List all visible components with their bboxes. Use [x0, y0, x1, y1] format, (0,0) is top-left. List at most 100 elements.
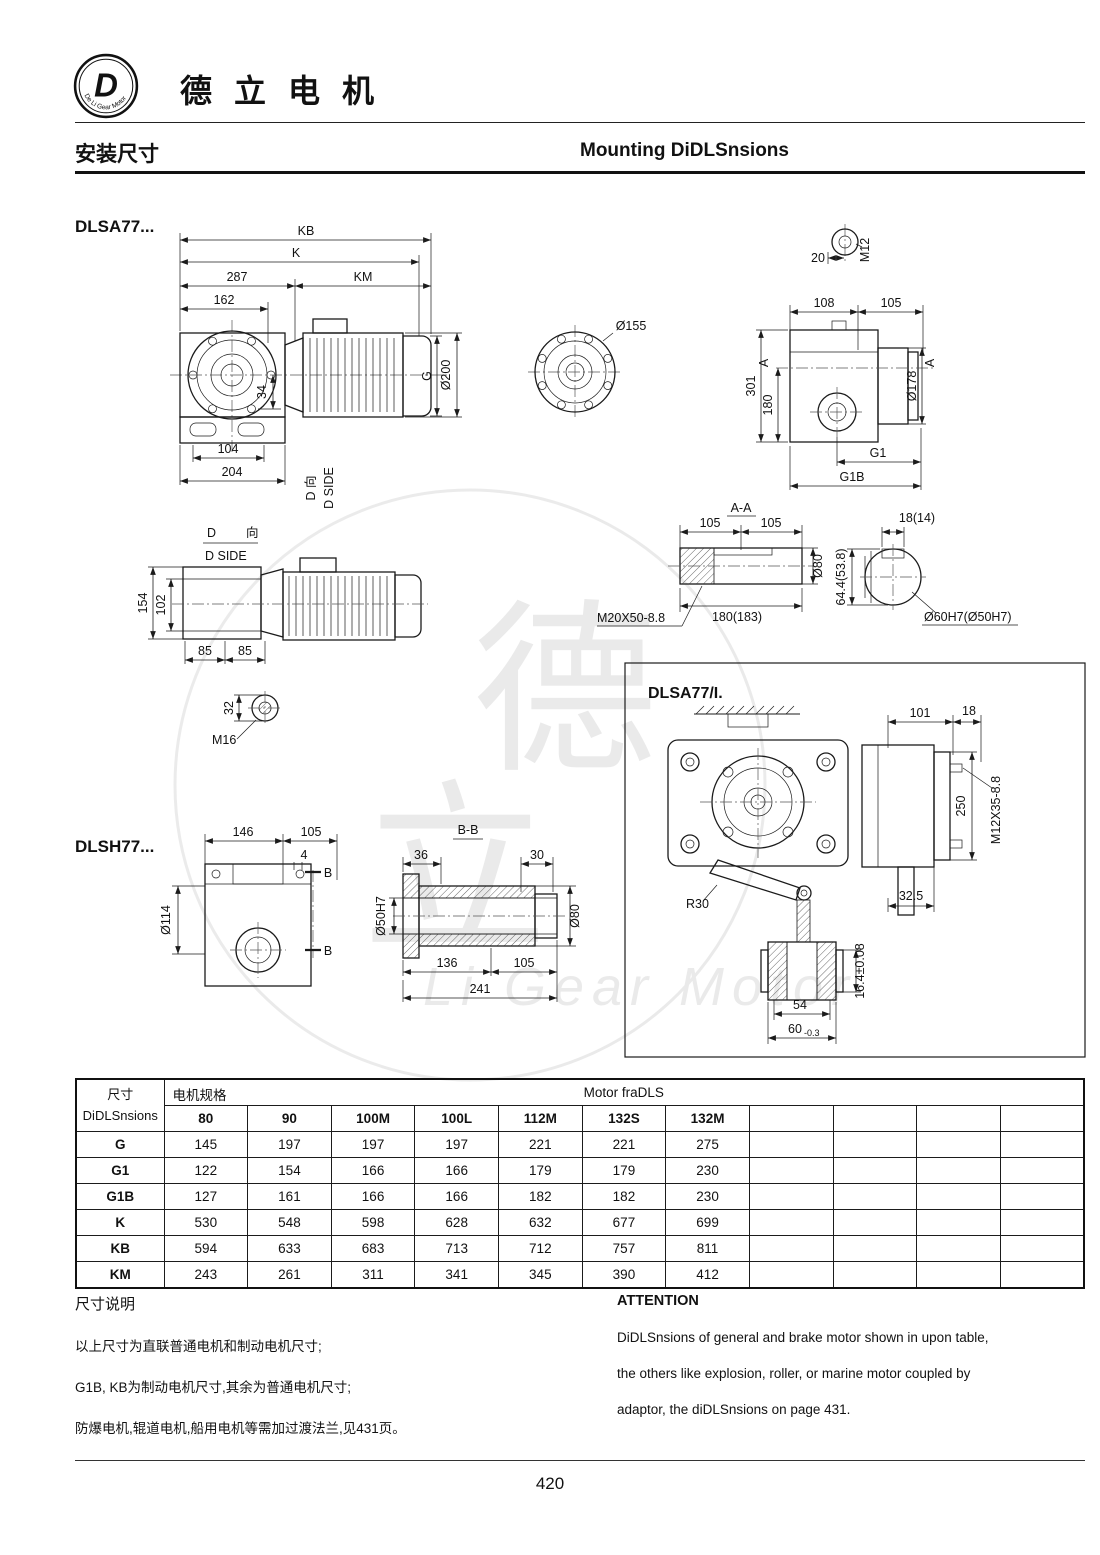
table-cell — [832, 1183, 918, 1210]
table-row: KM 243 261 311 341 345 390 412 — [75, 1261, 1085, 1289]
table-cell: 311 — [330, 1261, 416, 1289]
table-cell — [748, 1131, 834, 1158]
table-cell: 221 — [581, 1131, 667, 1158]
note-line: DiDLSnsions of general and brake motor s… — [617, 1330, 989, 1345]
watermark: 德 立 Li Gear Motor — [173, 488, 849, 1082]
drawing-dlsh77: DLSH77... 146 105 4 Ø114 B B — [75, 825, 338, 987]
dim-label: 250 — [954, 796, 968, 817]
table-cell — [916, 1157, 1001, 1184]
drawing-dlsa77i: DLSA77/I. — [624, 662, 1086, 1058]
dim-tolerance: -0.3 — [804, 1028, 820, 1038]
dim-label: Ø50H7 — [374, 896, 388, 936]
table-cell: 179 — [498, 1157, 583, 1184]
column-header: 132S — [581, 1105, 667, 1132]
section-title-bb: B-B — [458, 823, 479, 837]
column-header: 80 — [163, 1105, 249, 1132]
dim-label: 20 — [811, 251, 825, 265]
row-label: G — [75, 1131, 165, 1158]
header-divider — [75, 122, 1085, 123]
column-header: 132M — [665, 1105, 750, 1132]
table-cell — [999, 1209, 1085, 1236]
dim-label: M20X50-8.8 — [597, 611, 665, 625]
table-cell: 243 — [163, 1261, 249, 1289]
footer-divider — [75, 1460, 1085, 1461]
drawing-flange-face: Ø155 — [528, 319, 646, 419]
table-cell: 182 — [581, 1183, 667, 1210]
view-direction-label: 向 — [246, 525, 259, 540]
dim-label: 105 — [514, 956, 535, 970]
drawing-dlsa77-front: DLSA77... — [75, 217, 462, 509]
dim-label: 162 — [214, 293, 235, 307]
table-row: G 145 197 197 197 221 221 275 — [75, 1131, 1085, 1158]
dim-label: 30 — [530, 848, 544, 862]
table-cell — [916, 1131, 1001, 1158]
note-line: adaptor, the diDLSnsions on page 431. — [617, 1402, 851, 1417]
dim-label: Ø60H7(Ø50H7) — [924, 610, 1012, 624]
table-cell: 161 — [247, 1183, 332, 1210]
dim-label: 204 — [222, 465, 243, 479]
table-cell: 230 — [665, 1157, 750, 1184]
dimension-table: 尺寸 DiDLSnsions 电机规格 Motor fraDLS 80 90 1… — [75, 1078, 1085, 1289]
table-cell: 182 — [498, 1183, 583, 1210]
dim-label: 18 — [962, 704, 976, 718]
table-cell — [916, 1209, 1001, 1236]
table-cell: 598 — [330, 1209, 416, 1236]
table-cell: 179 — [581, 1157, 667, 1184]
table-cell: 594 — [163, 1235, 249, 1262]
row-label: G1B — [75, 1183, 165, 1210]
table-row: G1B 127 161 166 166 182 182 230 — [75, 1183, 1085, 1210]
dim-label: 64.4(53.8) — [834, 549, 848, 606]
table-cell: 166 — [330, 1183, 416, 1210]
table-cell: 412 — [665, 1261, 750, 1289]
dim-label: Ø155 — [616, 319, 647, 333]
table-cell: 166 — [414, 1157, 499, 1184]
table-cell: 683 — [330, 1235, 416, 1262]
dim-label: M16 — [212, 733, 236, 747]
corner-label-en: DiDLSnsions — [82, 1107, 158, 1123]
table-cell: 530 — [163, 1209, 249, 1236]
table-cell: 230 — [665, 1183, 750, 1210]
table-cell — [832, 1235, 918, 1262]
table-cell — [999, 1131, 1085, 1158]
brand-logo: D De Li Gear Motor — [73, 53, 139, 119]
dim-label: Ø178 — [905, 371, 919, 402]
table-cell: 197 — [414, 1131, 499, 1158]
table-cell: 197 — [247, 1131, 332, 1158]
table-cell: 127 — [163, 1183, 249, 1210]
dim-label: 85 — [198, 644, 212, 658]
table-cell: 345 — [498, 1261, 583, 1289]
table-cell: 390 — [581, 1261, 667, 1289]
table-cell — [916, 1261, 1001, 1289]
note-line: 以上尺寸为直联普通电机和制动电机尺寸; — [75, 1339, 322, 1354]
dim-label: KM — [354, 270, 373, 284]
table-cell: 699 — [665, 1209, 750, 1236]
table-cell — [999, 1261, 1085, 1289]
dim-label: 105 — [761, 516, 782, 530]
view-direction-label: D SIDE — [322, 467, 336, 509]
dim-label: 32 — [222, 701, 236, 715]
dim-label: Ø200 — [439, 360, 453, 391]
drawing-dlsa77-dside: D 向 D SIDE 154 102 85 85 — [136, 525, 428, 747]
note-line: the others like explosion, roller, or ma… — [617, 1366, 971, 1381]
table-cell — [999, 1235, 1085, 1262]
table-cell: 341 — [414, 1261, 499, 1289]
dim-label: K — [292, 246, 301, 260]
table-cell: 633 — [247, 1235, 332, 1262]
spec-label-cn: 电机规格 — [172, 1088, 227, 1103]
model-label-dlsa77: DLSA77... — [75, 217, 154, 236]
dim-label: 85 — [238, 644, 252, 658]
model-label-dlsh77: DLSH77... — [75, 837, 154, 856]
row-label: G1 — [75, 1157, 165, 1184]
drawing-shaft-end: 18(14) 64.4(53.8) Ø60H7(Ø50H7) — [834, 511, 1018, 626]
dim-label: G1 — [870, 446, 887, 460]
dim-label: 18(14) — [899, 511, 935, 525]
notes-cn: 尺寸说明 以上尺寸为直联普通电机和制动电机尺寸; G1B, KB为制动电机尺寸,… — [75, 1293, 580, 1458]
note-line: 防爆电机,辊道电机,船用电机等需加过渡法兰,见431页。 — [75, 1421, 406, 1436]
dim-label: 241 — [470, 982, 491, 996]
table-row: G1 122 154 166 166 179 179 230 — [75, 1157, 1085, 1184]
table-cell: 677 — [581, 1209, 667, 1236]
column-header — [748, 1105, 834, 1132]
column-header: 112M — [498, 1105, 583, 1132]
column-header — [999, 1105, 1085, 1132]
table-row: K 530 548 598 628 632 677 699 — [75, 1209, 1085, 1236]
